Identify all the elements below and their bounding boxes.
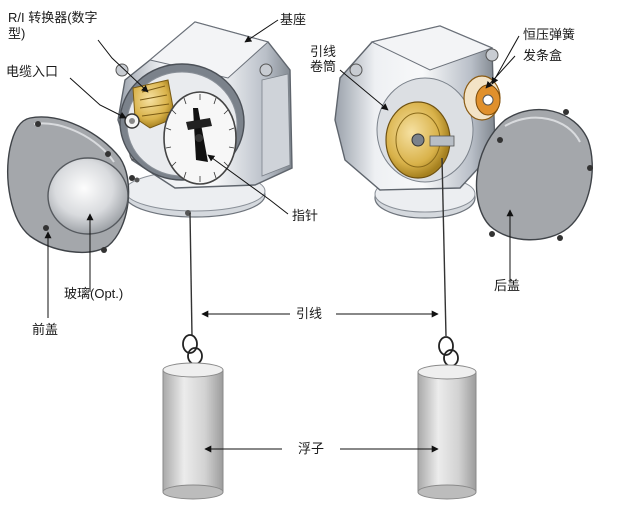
- label-spring: 恒压弹簧: [523, 27, 576, 42]
- label-cable-entry: 电缆入口: [6, 64, 59, 79]
- left-lead-wire: [189, 212, 193, 337]
- label-converter: R/I 转换器(数字型): [8, 10, 98, 41]
- rear-cover: [475, 108, 593, 241]
- label-lead-wire: 引线: [296, 306, 323, 321]
- right-lead-wire: [441, 157, 447, 337]
- left-float: [162, 362, 224, 500]
- label-float: 浮子: [298, 441, 325, 456]
- label-spring-box: 发条盒: [523, 48, 563, 63]
- leader-lines: [44, 19, 520, 453]
- label-cable-reel: 引线卷筒: [310, 44, 337, 74]
- label-base: 基座: [280, 12, 307, 27]
- dial-ticks: [165, 94, 235, 182]
- label-rear-cover: 后盖: [494, 278, 521, 293]
- label-glass: 玻璃(Opt.): [64, 286, 124, 301]
- glass-window: [47, 157, 129, 235]
- right-float: [417, 364, 477, 500]
- label-front-cover: 前盖: [32, 322, 59, 337]
- label-pointer: 指针: [292, 208, 319, 223]
